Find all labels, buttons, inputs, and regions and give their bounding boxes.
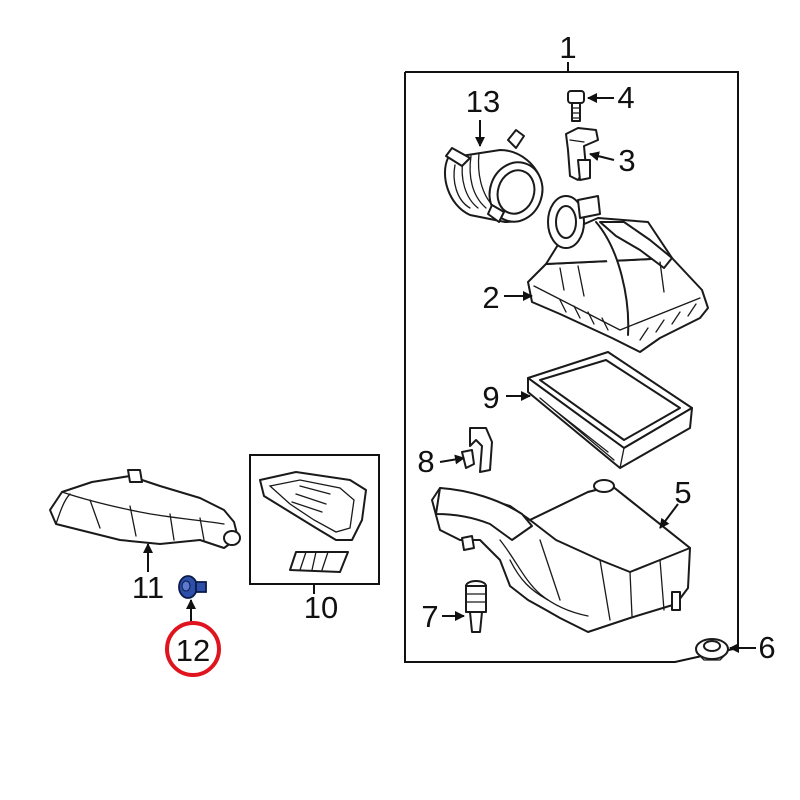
callout-4[interactable]: 4 [617,80,634,115]
callout-13[interactable]: 13 [466,84,500,119]
callout-8[interactable]: 8 [417,444,434,479]
callout-1[interactable]: 1 [559,30,576,65]
part-10-frame [249,454,380,594]
callout-3[interactable]: 3 [618,143,635,178]
part-8-clip[interactable] [461,427,493,473]
part-9-air-filter[interactable] [527,351,693,469]
callout-2[interactable]: 2 [482,280,499,315]
part-6-mount[interactable] [695,638,729,661]
part-11-inlet-duct[interactable] [49,469,241,549]
callout-6[interactable]: 6 [758,630,775,665]
callout-12[interactable]: 12 [176,633,210,668]
callout-11[interactable]: 11 [132,570,164,605]
highlight-circle [165,621,221,677]
callout-10[interactable]: 10 [304,590,338,625]
part-2-upper-housing[interactable] [527,195,709,353]
callout-5[interactable]: 5 [674,475,691,510]
callout-9[interactable]: 9 [482,380,499,415]
part-4-bolt[interactable] [567,90,585,122]
part-3-air-flow-sensor[interactable] [565,127,599,181]
leader-lines [143,93,756,653]
part-7-grommet[interactable] [465,580,487,633]
callout-labels: 1 2 3 4 5 6 7 8 9 10 11 12 13 [132,30,776,668]
part-10-bracket[interactable] [259,471,367,573]
part-13-outlet-tube[interactable] [444,129,550,229]
callout-7[interactable]: 7 [421,599,438,634]
part-5-lower-housing[interactable] [431,479,691,633]
part-12-push-pin[interactable] [178,575,207,599]
